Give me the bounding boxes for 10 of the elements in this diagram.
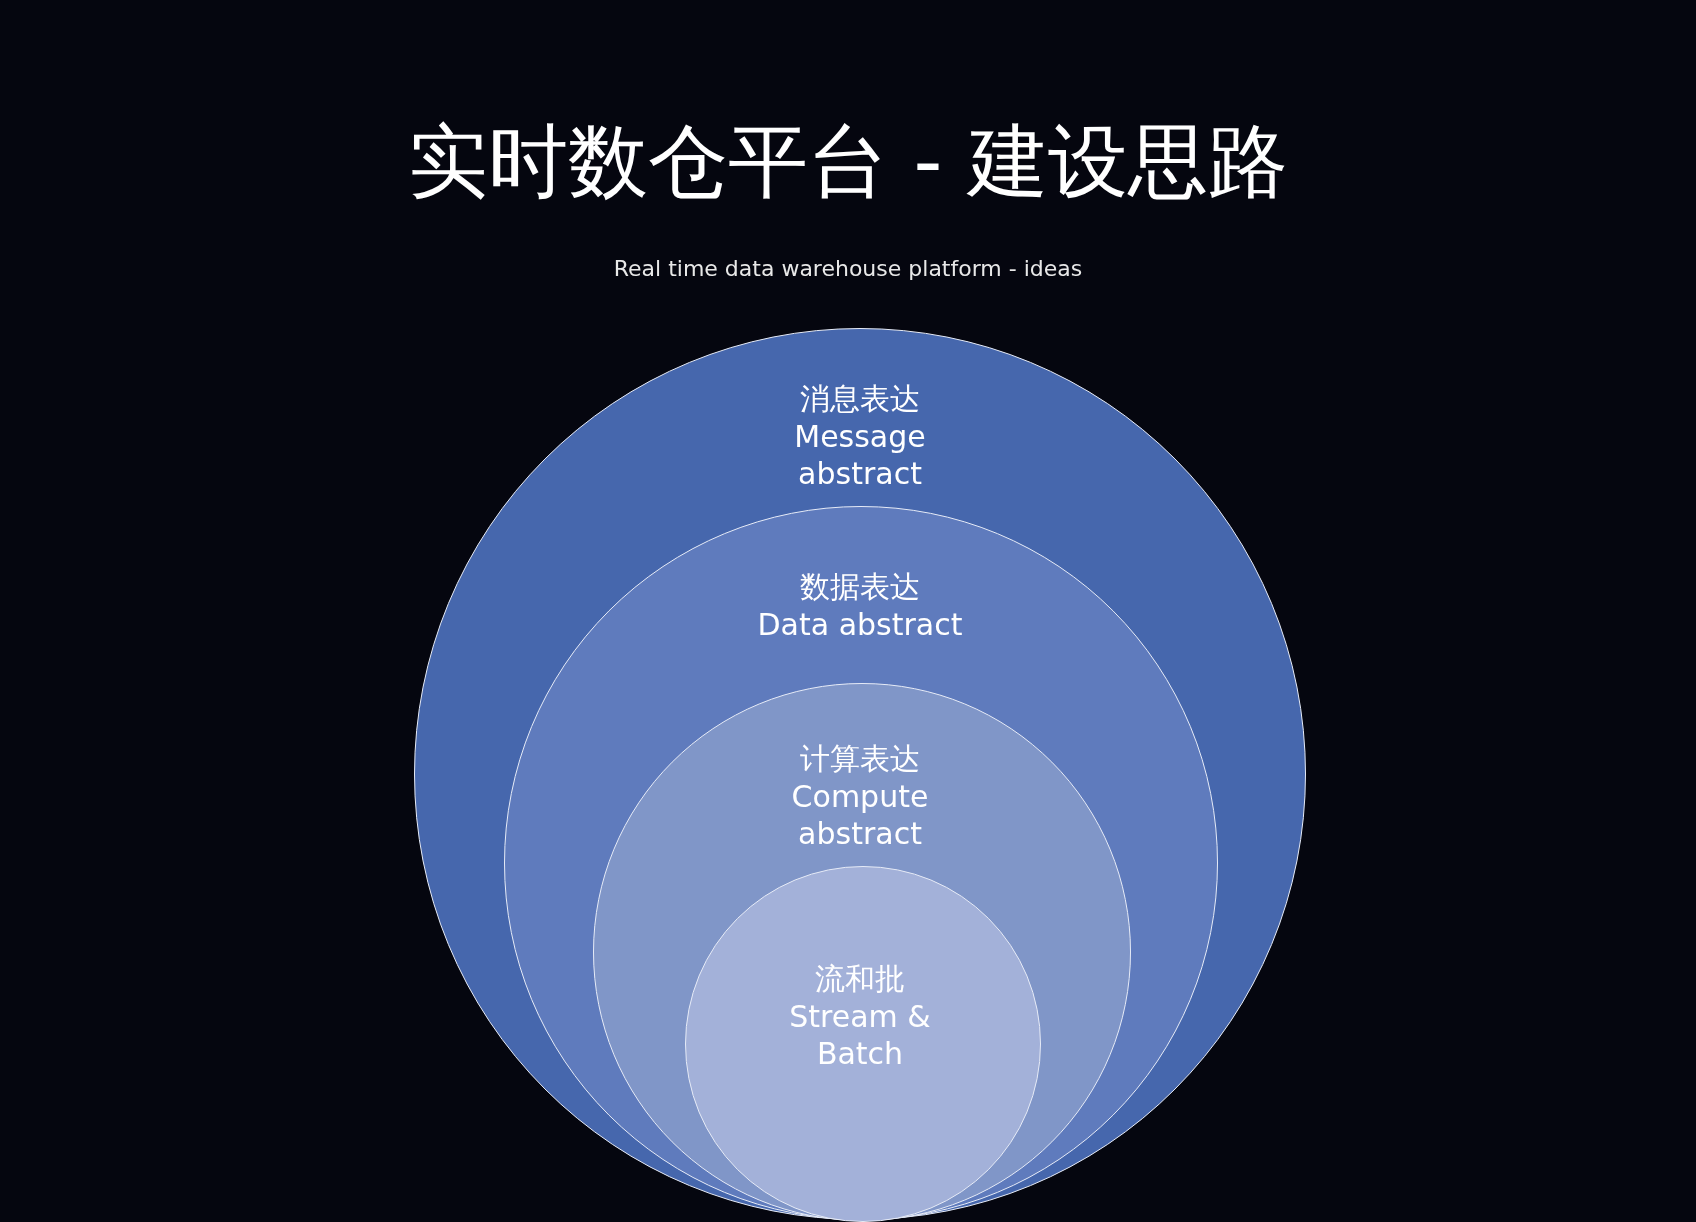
layer-subtitle: Data abstract [756,605,964,643]
layer-title: 流和批 [814,960,906,998]
subtitle: Real time data warehouse platform - ideas [612,256,1084,281]
layer-subtitle: Stream & Batch [788,997,932,1073]
layer-title: 计算表达 [799,740,921,778]
layer-title: 消息表达 [799,380,921,418]
title: 实时数仓平台 - 建设思路 [407,118,1289,206]
layer-subtitle: Message abstract [793,417,927,493]
layer-title: 数据表达 [799,568,921,606]
layer-subtitle: Compute abstract [790,777,930,853]
